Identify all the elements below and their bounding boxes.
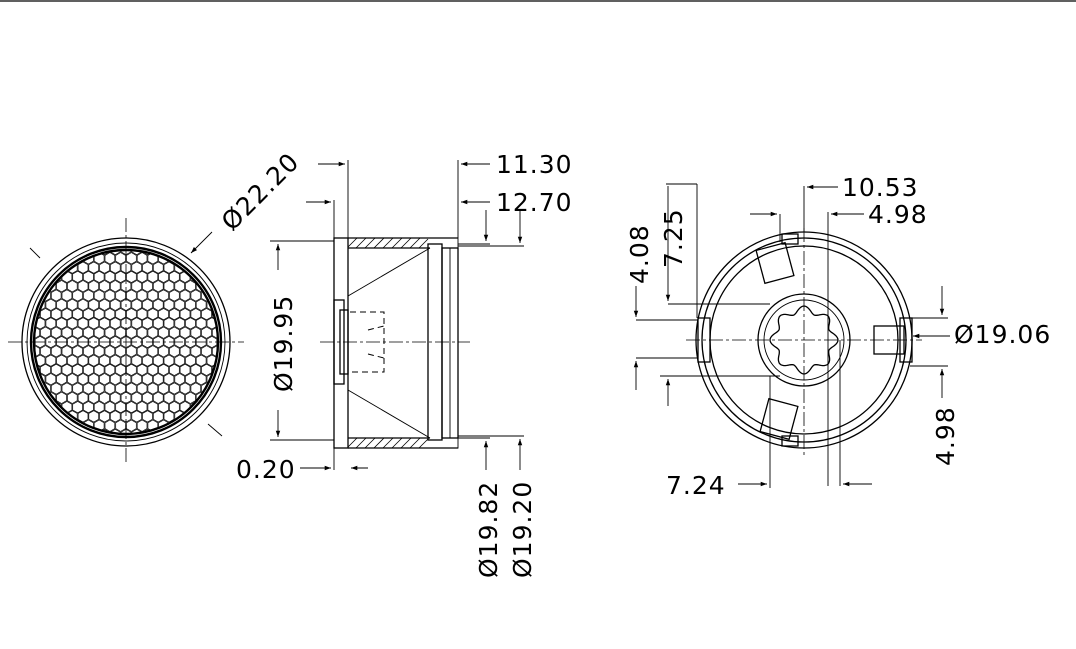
- side-section-view: 11.30 12.70 Ø19.95 0.20 Ø19.82 Ø19.20: [236, 150, 573, 578]
- back-view: 10.53 4.98 7.25 4.08 Ø19.06 7.24 4.98: [625, 173, 1051, 500]
- dim-19-06: Ø19.06: [954, 320, 1051, 349]
- dim-10-53: 10.53: [842, 173, 919, 202]
- dim-4-98-top: 4.98: [868, 200, 928, 229]
- dim-4-08: 4.08: [625, 224, 654, 284]
- dim-7-25: 7.25: [659, 208, 688, 268]
- dim-7-24: 7.24: [666, 471, 726, 500]
- section-hatch-bottom: [347, 437, 429, 449]
- dim-11-30: 11.30: [496, 150, 573, 179]
- dim-19-82: Ø19.82: [474, 481, 503, 578]
- dim-19-95: Ø19.95: [269, 295, 298, 392]
- dim-19-20: Ø19.20: [508, 481, 537, 578]
- leader-22-20: [190, 231, 213, 254]
- dim-22-20: Ø22.20: [216, 147, 305, 236]
- star-hole: [769, 305, 839, 375]
- dim-0-20: 0.20: [236, 455, 296, 484]
- front-view: Ø22.20: [8, 147, 305, 464]
- dim-12-70: 12.70: [496, 188, 573, 217]
- dim-4-98-right: 4.98: [931, 406, 960, 466]
- section-hatch-top: [347, 237, 429, 249]
